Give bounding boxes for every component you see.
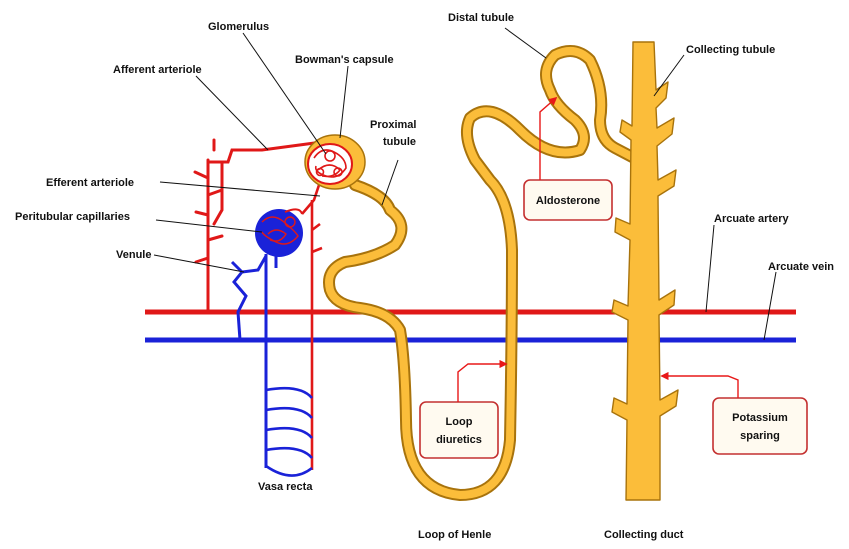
label-arcuate-artery: Arcuate artery xyxy=(714,213,789,225)
bowmans-capsule xyxy=(305,135,365,189)
label-distal-tubule: Distal tubule xyxy=(448,12,514,24)
efferent-arteriole-vessel xyxy=(302,176,322,470)
peritubular-capillaries-ball xyxy=(255,209,303,257)
label-collecting-tubule: Collecting tubule xyxy=(686,44,775,56)
callout-loop-diuretics-1: Loop xyxy=(446,416,473,428)
leader-arcuate-vein xyxy=(764,272,776,340)
leader-glomerulus xyxy=(243,33,326,154)
venule-vessel xyxy=(232,254,276,468)
label-afferent-arteriole: Afferent arteriole xyxy=(113,64,202,76)
label-peritubular-capillaries: Peritubular capillaries xyxy=(15,211,130,223)
aldosterone-arrow xyxy=(540,98,556,180)
callout-aldosterone: Aldosterone xyxy=(536,195,600,207)
label-collecting-duct: Collecting duct xyxy=(604,529,684,541)
label-vasa-recta: Vasa recta xyxy=(258,481,313,493)
leader-efferent-arteriole xyxy=(160,182,320,196)
label-bowmans-capsule: Bowman's capsule xyxy=(295,54,394,66)
vasa-recta-loops xyxy=(266,388,312,475)
leader-venule xyxy=(154,255,244,272)
label-proximal-tubule-1: Proximal xyxy=(370,119,416,131)
leader-bowmans-capsule xyxy=(340,66,348,138)
label-loop-of-henle: Loop of Henle xyxy=(418,529,491,541)
callout-loop-diuretics-2: diuretics xyxy=(436,434,482,446)
label-proximal-tubule-2: tubule xyxy=(383,136,416,148)
label-glomerulus: Glomerulus xyxy=(208,21,269,33)
label-arcuate-vein: Arcuate vein xyxy=(768,261,834,273)
leader-afferent-arteriole xyxy=(196,76,268,150)
leader-proximal-tubule xyxy=(382,160,398,205)
leader-arcuate-artery xyxy=(706,225,714,312)
label-efferent-arteriole: Efferent arteriole xyxy=(46,177,134,189)
leader-collecting-tubule xyxy=(654,55,684,96)
potassium-sparing-callout-box xyxy=(713,398,807,454)
callout-potassium-sparing-2: sparing xyxy=(740,430,780,442)
loop-diuretics-callout-box xyxy=(420,402,498,458)
leader-lines xyxy=(154,28,776,340)
callout-potassium-sparing-1: Potassium xyxy=(732,412,788,424)
leader-distal-tubule xyxy=(505,28,546,58)
label-venule: Venule xyxy=(116,249,151,261)
loop-diuretics-arrow xyxy=(458,364,506,402)
collecting-duct-shape xyxy=(612,42,678,500)
